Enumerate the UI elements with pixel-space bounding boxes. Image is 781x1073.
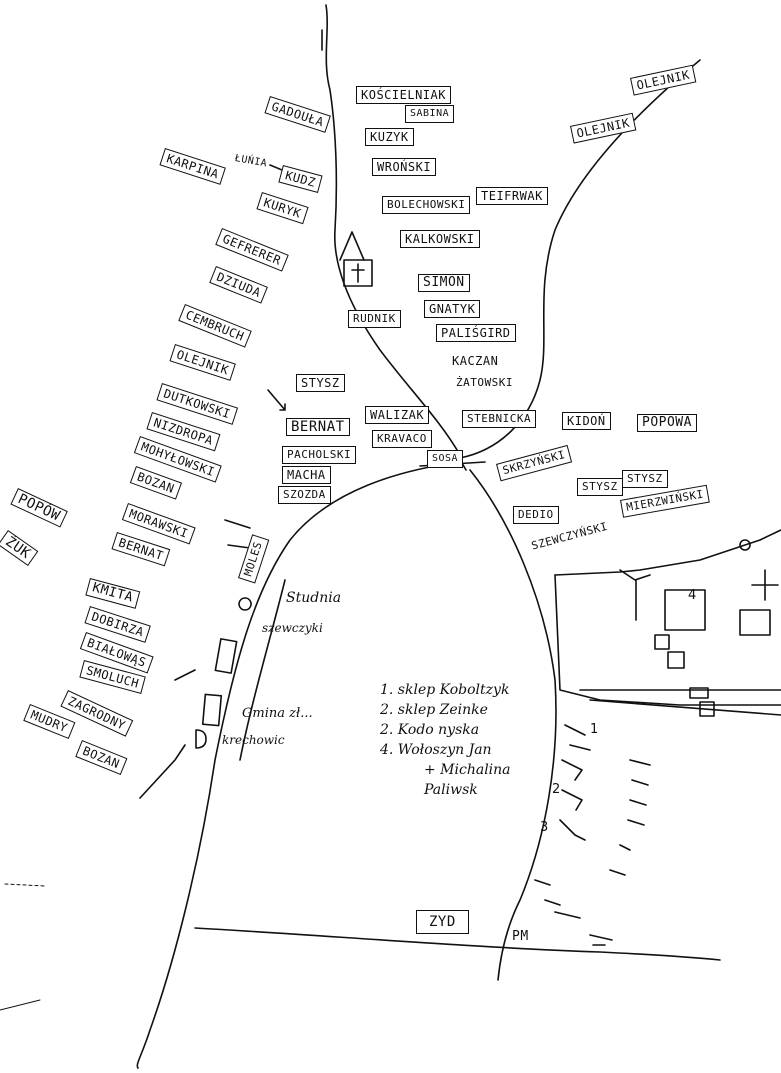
west-slope-1: [0, 999, 41, 1011]
estate-boundary: [554, 529, 781, 576]
house-se-6: [534, 879, 581, 919]
label-wronski: WROŃSKI: [372, 158, 437, 176]
estate-gate-4: [699, 701, 715, 717]
church-roof: [339, 231, 365, 261]
house-se-4: [559, 819, 586, 841]
legend-item-1: 1. sklep Koboltzyk: [380, 682, 510, 698]
southern-track: [194, 927, 721, 961]
krechowic-symbol: [195, 729, 207, 749]
house-number-3: 3: [540, 820, 549, 835]
building-moles-side: [214, 638, 238, 674]
label-koscielniak: KOŚCIELNIAK: [356, 86, 451, 104]
house-se-2: [561, 759, 583, 781]
label-kidon: KIDOŃ: [562, 412, 611, 430]
label-kaczan: KACZAN: [452, 354, 499, 368]
note-krechowic: krechowic: [222, 733, 285, 747]
northeast-road: [459, 59, 701, 459]
estate-building-1: [664, 589, 706, 631]
southeast-road: [469, 469, 557, 981]
label-stysz-east-2: STYSZ: [622, 470, 668, 488]
house-se-3: [561, 789, 583, 811]
building-gmina: [201, 693, 223, 727]
estate-tree: [619, 569, 651, 621]
lubnia-arrow: [269, 164, 283, 171]
house-number-4: 4: [688, 588, 697, 603]
house-number-1: 1: [590, 722, 599, 737]
arrow-bialowas: [174, 669, 196, 681]
label-teifrwak: TEIFRWAK: [476, 187, 548, 205]
label-bernat-centre: BERNAT: [286, 418, 350, 436]
arrow-moles-2: [227, 544, 251, 549]
north-road: [325, 4, 461, 456]
label-sosa: SOSA: [427, 450, 464, 468]
label-zyd: ZYD: [416, 910, 469, 934]
label-simon: SIMON: [418, 274, 470, 292]
house-se-1: [564, 724, 591, 751]
west-slope-2: [4, 883, 46, 887]
note-studnia: Studnia: [286, 590, 342, 606]
label-bolechowski: BOLECHOWSKI: [382, 196, 471, 214]
label-pm: PM: [512, 929, 529, 944]
estate-inner: [554, 574, 781, 706]
estate-lines: [579, 689, 781, 716]
label-stysz-centre: STYSZ: [296, 374, 345, 392]
estate-gate-1: [654, 634, 670, 650]
label-sabina: SABINA: [405, 105, 455, 123]
church-cross: [351, 263, 365, 283]
label-pacholski: PACHOLSKI: [282, 446, 357, 464]
note-gmina: Gmina zł...: [242, 706, 313, 721]
legend-item-4: 4. Wołoszyn Jan: [380, 742, 492, 758]
house-se-5: [609, 759, 651, 876]
house-number-2: 2: [552, 782, 561, 797]
label-kuzyk: KUZYK: [365, 128, 414, 146]
arrow-bozan: [139, 744, 186, 799]
estate-circle: [739, 539, 751, 551]
well-symbol: [238, 597, 252, 611]
label-walizak: WALIZAK: [365, 406, 430, 424]
legend-item-3: 2. Kodo nyska: [380, 722, 480, 738]
label-stebnicka: STEBNICKA: [462, 410, 537, 428]
label-rudnik: RUDNIK: [348, 310, 401, 328]
house-se-7: [589, 934, 613, 946]
main-south-road: [136, 461, 461, 1069]
legend-item-5: + Michalina: [424, 762, 511, 778]
label-stysz-east-1: STYSZ: [577, 478, 623, 496]
estate-cross: [751, 569, 779, 601]
map-legend: 1. sklep Koboltzyk 2. sklep Zeinke 2. Ko…: [380, 680, 580, 800]
label-gnatyk: GNATYK: [424, 300, 481, 318]
estate-gate-2: [667, 651, 685, 669]
legend-item-6: Paliwsk: [424, 782, 478, 798]
label-popowa: POPOWA: [637, 414, 697, 432]
estate-gate-3: [689, 687, 709, 699]
note-szewczyki: szewczyki: [262, 621, 323, 635]
church-body: [343, 259, 373, 287]
label-macha: MACHA: [282, 466, 331, 484]
estate-building-2: [739, 609, 771, 636]
label-kravaco: KRAVACO: [372, 430, 432, 448]
label-kalkowski: KALKOWSKI: [400, 230, 480, 248]
label-palisgird: PALIŚGIRD: [436, 324, 516, 342]
legend-item-2: 2. sklep Zeinke: [380, 702, 488, 718]
west-edge-road: [239, 579, 286, 761]
label-zatowski: ŻATOWSKI: [456, 376, 513, 389]
label-szozda: SZOZDA: [278, 486, 331, 504]
arrow-stysz: [267, 389, 286, 411]
label-dedio: DEDIO: [513, 506, 559, 524]
arrow-moles-1: [224, 519, 251, 529]
